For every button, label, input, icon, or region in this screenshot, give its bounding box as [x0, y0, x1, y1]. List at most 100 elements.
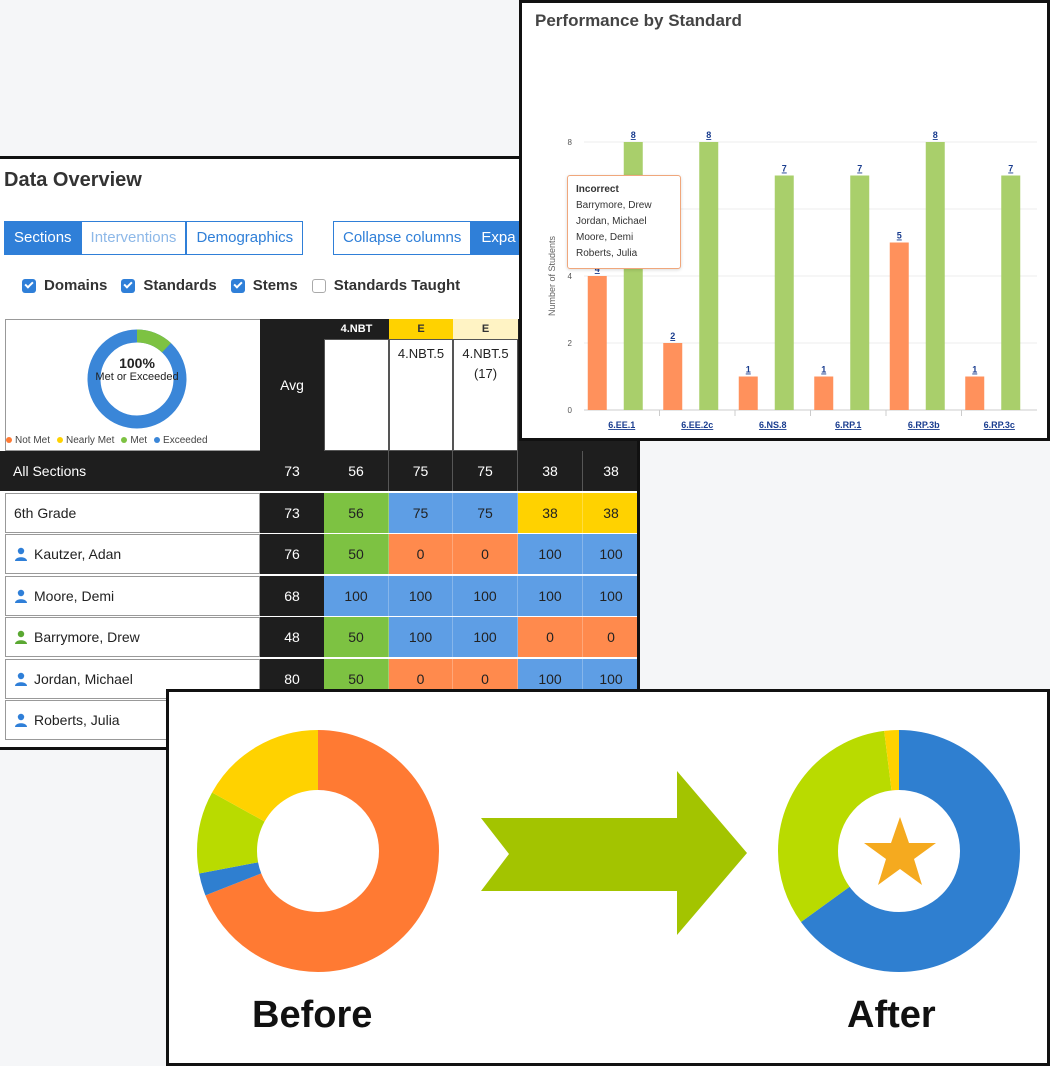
- row-avg-cell: 68: [260, 575, 324, 616]
- tooltip-title: Incorrect: [576, 184, 619, 195]
- score-cell[interactable]: 75: [453, 492, 518, 533]
- checkbox-unchecked-icon: [311, 278, 326, 293]
- student-person-icon: [15, 589, 27, 603]
- score-cell[interactable]: 50: [324, 617, 389, 657]
- row-avg-cell: 76: [260, 534, 324, 574]
- score-cell[interactable]: 75: [389, 492, 453, 533]
- score-cell[interactable]: 38: [583, 451, 637, 491]
- score-cell[interactable]: 100: [324, 575, 389, 616]
- bar-value-label: 7: [1008, 164, 1013, 174]
- before-after-panel: Before After: [166, 689, 1050, 1066]
- bar-value-label: 8: [631, 130, 636, 140]
- bar-value-label: 1: [972, 365, 977, 375]
- donut-percent: 100%: [119, 355, 155, 371]
- tab-interventions[interactable]: Interventions: [81, 221, 187, 255]
- legend-dot: [154, 437, 161, 444]
- bar-value-label: 8: [706, 130, 711, 140]
- tab-sections[interactable]: Sections: [4, 221, 82, 255]
- bar: [889, 242, 909, 410]
- score-cell[interactable]: 38: [583, 492, 637, 533]
- score-cell[interactable]: 100: [453, 575, 518, 616]
- y-axis-label: Number of Students: [547, 235, 557, 316]
- student-person-icon: [15, 672, 27, 686]
- right-arrow-icon: [481, 771, 747, 935]
- column-header-label: 4.NBT.5: [389, 339, 453, 451]
- score-cell[interactable]: 0: [518, 617, 583, 657]
- score-cell[interactable]: 0: [389, 534, 453, 574]
- checkbox-checked-icon: [230, 278, 245, 293]
- score-cell[interactable]: 100: [389, 617, 453, 657]
- score-cell[interactable]: 0: [453, 534, 518, 574]
- legend-item-nearly-met: Nearly Met: [57, 435, 114, 446]
- score-cell[interactable]: 100: [583, 534, 637, 574]
- checkbox-standards[interactable]: Standards: [121, 277, 217, 294]
- row-name-label: 6th Grade: [14, 504, 77, 521]
- score-cell[interactable]: 0: [583, 617, 637, 657]
- summary-header-cell: 100% Met or Exceeded Not Met Nearly Met …: [5, 319, 260, 451]
- column-header-standard[interactable]: E 4.NBT.5: [389, 319, 453, 451]
- score-cell[interactable]: 100: [583, 575, 637, 616]
- expand-columns-button[interactable]: Expa: [471, 221, 526, 255]
- x-tick-label: 6.RP.1: [835, 420, 861, 430]
- score-cell[interactable]: 100: [389, 575, 453, 616]
- after-label: After: [847, 994, 936, 1036]
- page-title: Data Overview: [4, 169, 142, 191]
- donut-center-label: 100% Met or Exceeded: [86, 355, 188, 383]
- score-cell[interactable]: 56: [324, 451, 389, 491]
- row-name-cell[interactable]: Moore, Demi: [5, 575, 260, 616]
- performance-bar-chart: 02468Number of Students486.EE.1286.EE.2c…: [547, 130, 1037, 430]
- score-cell[interactable]: 75: [389, 451, 453, 491]
- bar-value-label: 7: [782, 164, 787, 174]
- row-name-cell[interactable]: All Sections: [5, 451, 260, 491]
- score-cell[interactable]: 100: [518, 534, 583, 574]
- legend-dot: [6, 437, 12, 444]
- row-name-label: Kautzer, Adan: [34, 546, 122, 562]
- donut-slice: [778, 730, 1020, 972]
- before-after-graphic: [197, 730, 1020, 972]
- y-tick-label: 0: [568, 406, 573, 415]
- row-name-cell[interactable]: Kautzer, Adan: [5, 534, 260, 574]
- chart-tooltip: Incorrect Barrymore, Drew Jordan, Michae…: [567, 175, 681, 269]
- row-name-cell[interactable]: Barrymore, Drew: [5, 617, 260, 657]
- bar: [814, 376, 834, 410]
- row-name-cell[interactable]: 6th Grade: [5, 492, 260, 533]
- x-tick-label: 6.EE.1: [608, 420, 635, 430]
- y-tick-label: 2: [568, 339, 573, 348]
- tooltip-line: Jordan, Michael: [576, 216, 647, 227]
- before-donut: [197, 730, 439, 972]
- bar-value-label: 8: [933, 130, 938, 140]
- score-cell[interactable]: 38: [518, 451, 583, 491]
- legend-label: Not Met: [15, 435, 51, 446]
- score-cell[interactable]: 38: [518, 492, 583, 533]
- bar: [738, 376, 758, 410]
- column-header-stem[interactable]: E 4.NBT.5 (17): [453, 319, 518, 451]
- student-person-icon: [15, 630, 27, 644]
- tooltip-line: Moore, Demi: [576, 232, 634, 243]
- score-cell[interactable]: 75: [453, 451, 518, 491]
- column-header-label: 4.NBT.5 (17): [453, 339, 518, 451]
- after-donut: [778, 730, 1020, 972]
- collapse-columns-button[interactable]: Collapse columns: [333, 221, 472, 255]
- column-header-domain[interactable]: 4.NBT: [324, 319, 389, 451]
- legend-dot: [121, 437, 128, 444]
- legend-dot: [57, 437, 64, 444]
- tab-demographics[interactable]: Demographics: [186, 221, 304, 255]
- row-name-label: All Sections: [13, 463, 87, 479]
- score-cell[interactable]: 100: [518, 575, 583, 616]
- checkbox-label: Standards Taught: [333, 277, 461, 294]
- x-tick-label: 6.EE.2c: [681, 420, 713, 430]
- checkbox-checked-icon: [121, 278, 136, 293]
- score-cell[interactable]: 56: [324, 492, 389, 533]
- checkbox-domains[interactable]: Domains: [22, 277, 107, 294]
- score-cell[interactable]: 100: [453, 617, 518, 657]
- checkbox-stems[interactable]: Stems: [230, 277, 298, 294]
- checkbox-standards-taught[interactable]: Standards Taught: [311, 277, 461, 294]
- legend-label: Met: [130, 435, 148, 446]
- score-cell[interactable]: 50: [324, 534, 389, 574]
- row-avg-cell: 73: [260, 451, 324, 491]
